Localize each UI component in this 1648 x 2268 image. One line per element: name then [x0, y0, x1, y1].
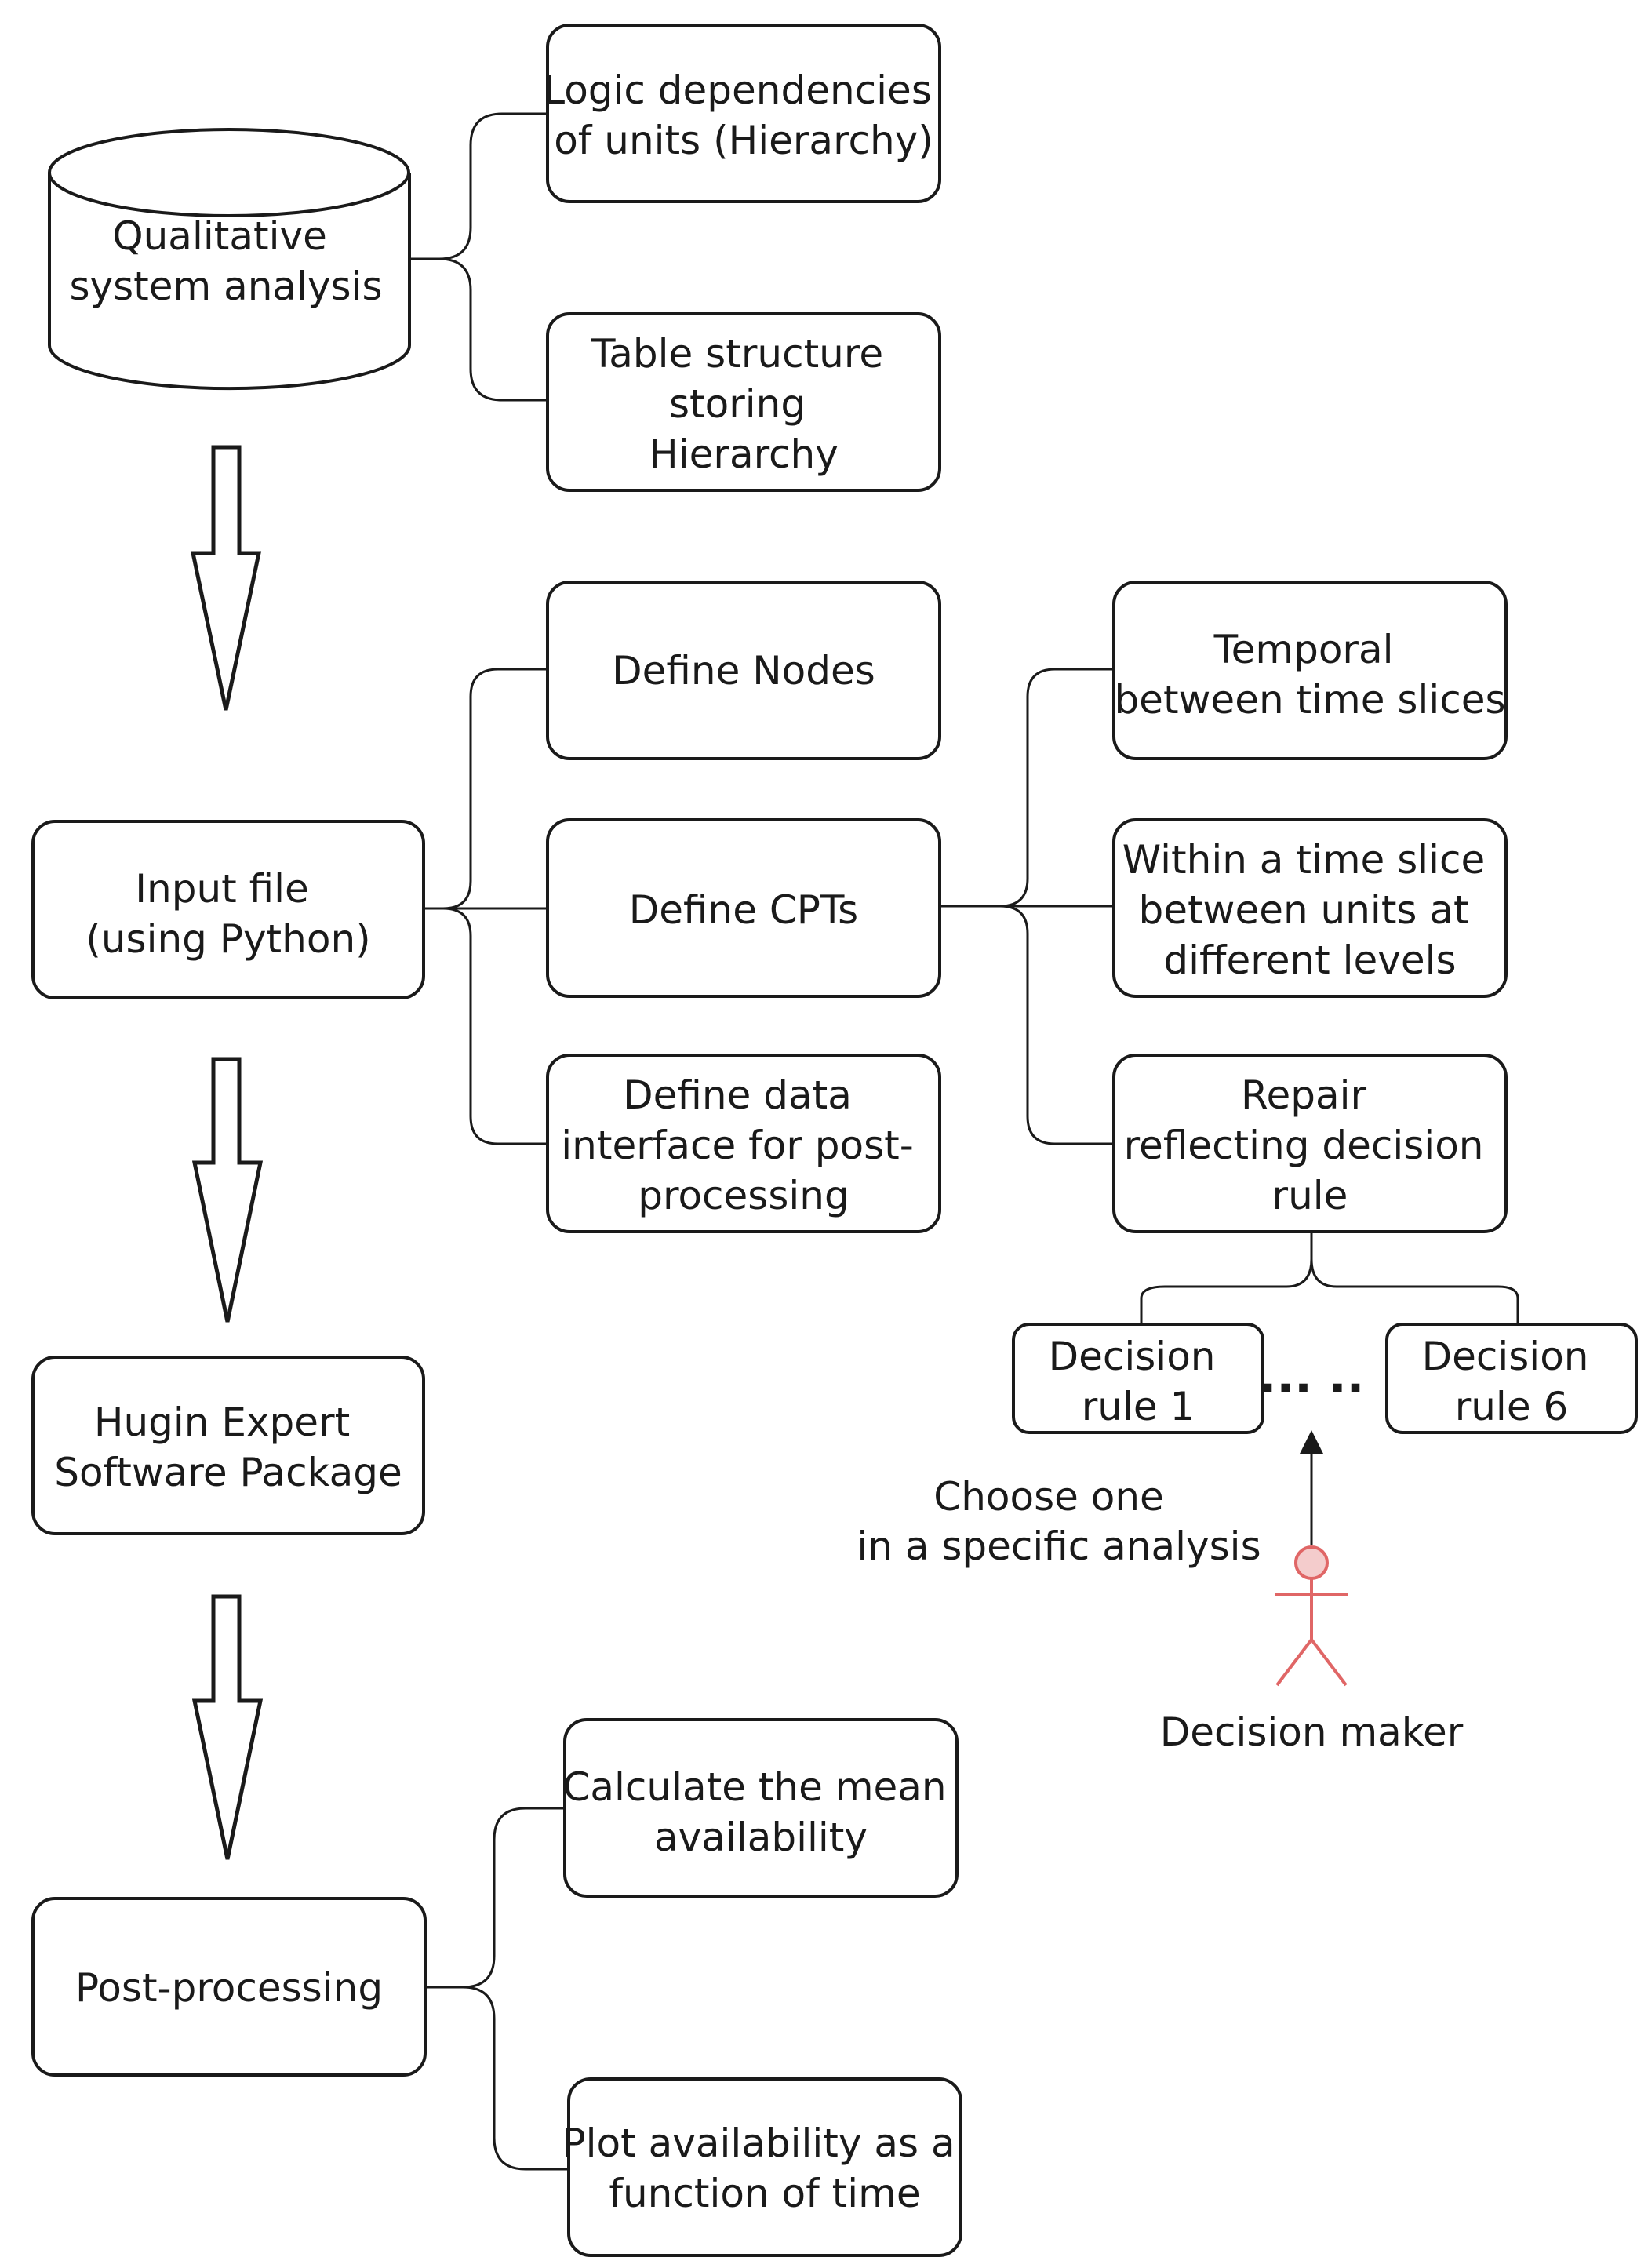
within-time-slice-label: Within a time slice between units at dif…	[1122, 837, 1497, 983]
decision-rule-1-label: Decision rule 1	[1049, 1334, 1228, 1429]
connector-qualitative	[409, 112, 548, 402]
define-nodes-box[interactable]: Define Nodes	[546, 581, 941, 760]
repair-label: Repair reflecting decision rule	[1124, 1072, 1497, 1218]
define-data-interface-label: Define data interface for post- processi…	[561, 1072, 926, 1218]
decision-rule-6-label: Decision rule 6	[1422, 1334, 1602, 1429]
plot-availability-box[interactable]: Plot availability as a function of time	[562, 2077, 967, 2257]
connector-post-processing	[425, 1807, 569, 2171]
plot-availability-label: Plot availability as a function of time	[562, 2121, 967, 2216]
flow-arrow-1	[190, 445, 262, 711]
logic-dependencies-box[interactable]: Logic dependencies of units (Hierarchy)	[543, 24, 944, 203]
temporal-label: Temporal between time slices	[1114, 627, 1505, 723]
define-cpts-label: Define CPTs	[629, 887, 858, 933]
decision-rule-1-box[interactable]: Decision rule 1	[1012, 1323, 1264, 1434]
repair-box[interactable]: Repair reflecting decision rule	[1112, 1054, 1508, 1233]
post-processing-box[interactable]: Post-processing	[31, 1897, 427, 2077]
cylinder-body	[48, 173, 411, 391]
calculate-mean-box[interactable]: Calculate the mean availability	[562, 1718, 959, 1898]
table-structure-box[interactable]: Table structure storing Hierarchy	[546, 312, 941, 492]
qualitative-analysis-cylinder[interactable]: Qualitative system analysis	[48, 128, 411, 391]
connector-input-file	[424, 668, 548, 1145]
choose-one-label: Choose one in a specific analysis	[857, 1474, 1261, 1569]
decision-maker-actor-icon	[1275, 1545, 1348, 1687]
connectors	[409, 112, 1519, 2171]
logic-dependencies-label: Logic dependencies of units (Hierarchy)	[543, 67, 944, 163]
input-file-box[interactable]: Input file (using Python)	[31, 820, 425, 999]
calculate-mean-label: Calculate the mean availability	[562, 1764, 959, 1860]
define-nodes-label: Define Nodes	[612, 648, 875, 694]
flow-arrows	[190, 445, 264, 1860]
post-processing-label: Post-processing	[75, 1965, 383, 2011]
connector-repair-rules	[1140, 1233, 1519, 1324]
input-file-label: Input file (using Python)	[85, 866, 370, 962]
table-structure-label: Table structure storing Hierarchy	[591, 331, 896, 477]
temporal-box[interactable]: Temporal between time slices	[1112, 581, 1508, 760]
decision-rule-6-box[interactable]: Decision rule 6	[1385, 1323, 1638, 1434]
connector-define-cpts	[940, 668, 1114, 1145]
qualitative-label: Qualitative system analysis	[69, 213, 382, 309]
hugin-box[interactable]: Hugin Expert Software Package	[31, 1356, 425, 1535]
hugin-label: Hugin Expert Software Package	[54, 1400, 402, 1495]
decision-maker-label: Decision maker	[1160, 1709, 1464, 1755]
within-time-slice-box[interactable]: Within a time slice between units at dif…	[1112, 818, 1508, 998]
define-cpts-box[interactable]: Define CPTs	[546, 818, 941, 998]
rules-ellipsis: ··· ··	[1259, 1361, 1365, 1416]
cylinder-top	[48, 128, 410, 217]
flow-arrow-3	[191, 1594, 264, 1860]
flow-arrow-2	[191, 1057, 264, 1323]
define-data-interface-box[interactable]: Define data interface for post- processi…	[546, 1054, 941, 1233]
